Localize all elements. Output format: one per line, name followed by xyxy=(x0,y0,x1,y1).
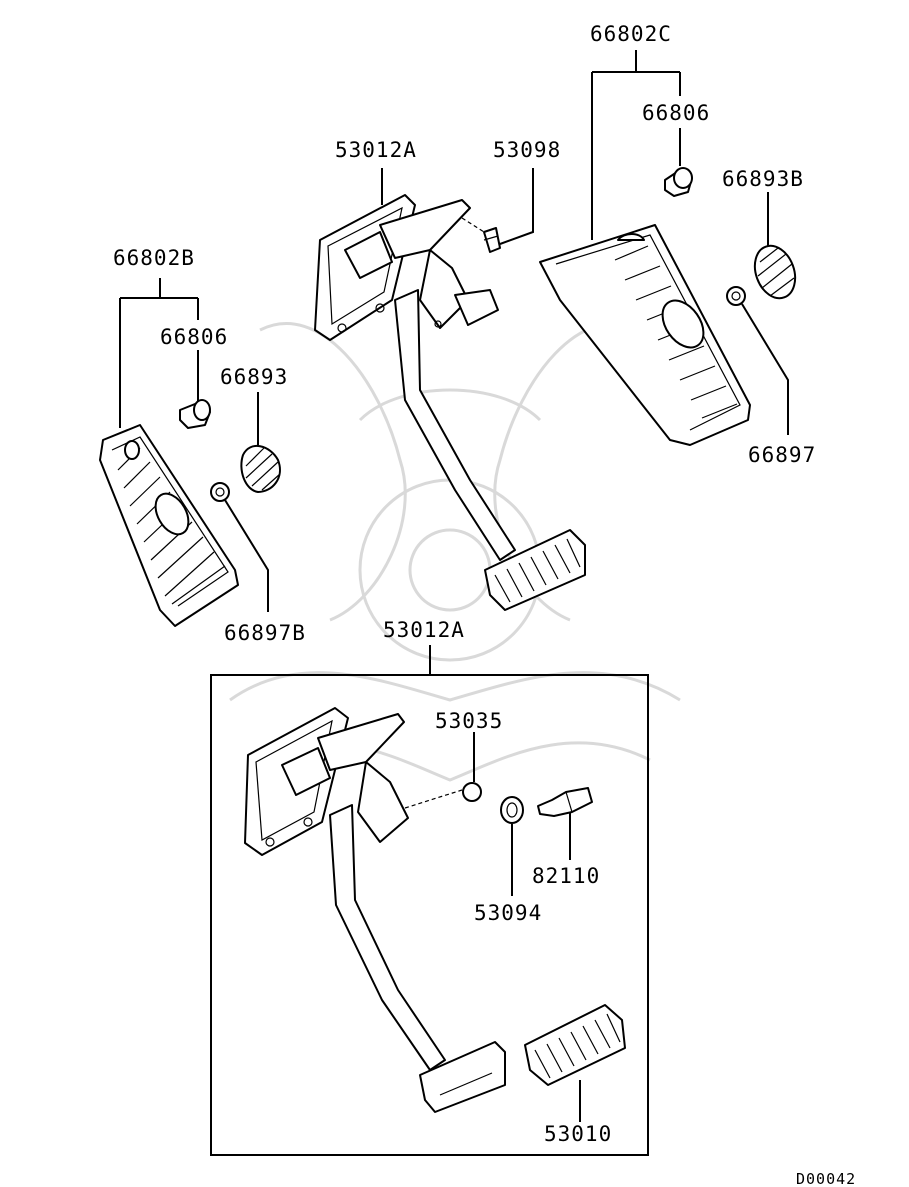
pad-left xyxy=(240,445,281,493)
label-switch: 82110 xyxy=(532,864,600,888)
label-pad-right: 66893B xyxy=(722,167,804,191)
pedal-assy-top xyxy=(314,194,586,611)
label-clip-right: 66806 xyxy=(642,101,710,125)
pad-right xyxy=(753,244,797,300)
pad-assy-right xyxy=(539,224,751,446)
pedal-pad-top-ribs xyxy=(494,538,581,603)
clip-right xyxy=(664,167,693,197)
nut-right xyxy=(726,286,746,306)
bolt xyxy=(461,217,501,253)
label-pedal-pad: 53010 xyxy=(544,1122,612,1146)
nut-left xyxy=(210,482,230,502)
leader-bolt xyxy=(499,168,534,245)
leader-pad-assy-right xyxy=(591,50,681,240)
pad-assy-left xyxy=(99,424,239,627)
label-pad-assy-left: 66802B xyxy=(113,246,195,270)
leader-nut-left xyxy=(224,499,269,612)
label-nut-right: 66897 xyxy=(748,443,816,467)
label-stopper: 53094 xyxy=(474,901,542,925)
switch xyxy=(537,787,593,817)
label-pedal-assy-top: 53012A xyxy=(335,138,417,162)
label-nut-left: 66897B xyxy=(224,621,306,645)
pedal-pad xyxy=(524,1004,626,1086)
leader-nut-right xyxy=(741,303,789,435)
pedal-assy-box xyxy=(244,707,506,1113)
stopper xyxy=(500,796,524,824)
clip-left xyxy=(179,399,211,429)
diagram-code: D00042 xyxy=(796,1170,856,1187)
label-pad-assy-right: 66802C xyxy=(590,22,672,46)
label-pedal-assy-box: 53012A xyxy=(383,618,465,642)
label-pad-left: 66893 xyxy=(220,365,288,389)
label-clip-left: 66806 xyxy=(160,325,228,349)
leader-pad-assy-left xyxy=(119,278,199,428)
detail-box xyxy=(210,674,649,1156)
label-bolt: 53098 xyxy=(493,138,561,162)
bushing xyxy=(462,782,482,802)
label-bushing: 53035 xyxy=(435,709,503,733)
